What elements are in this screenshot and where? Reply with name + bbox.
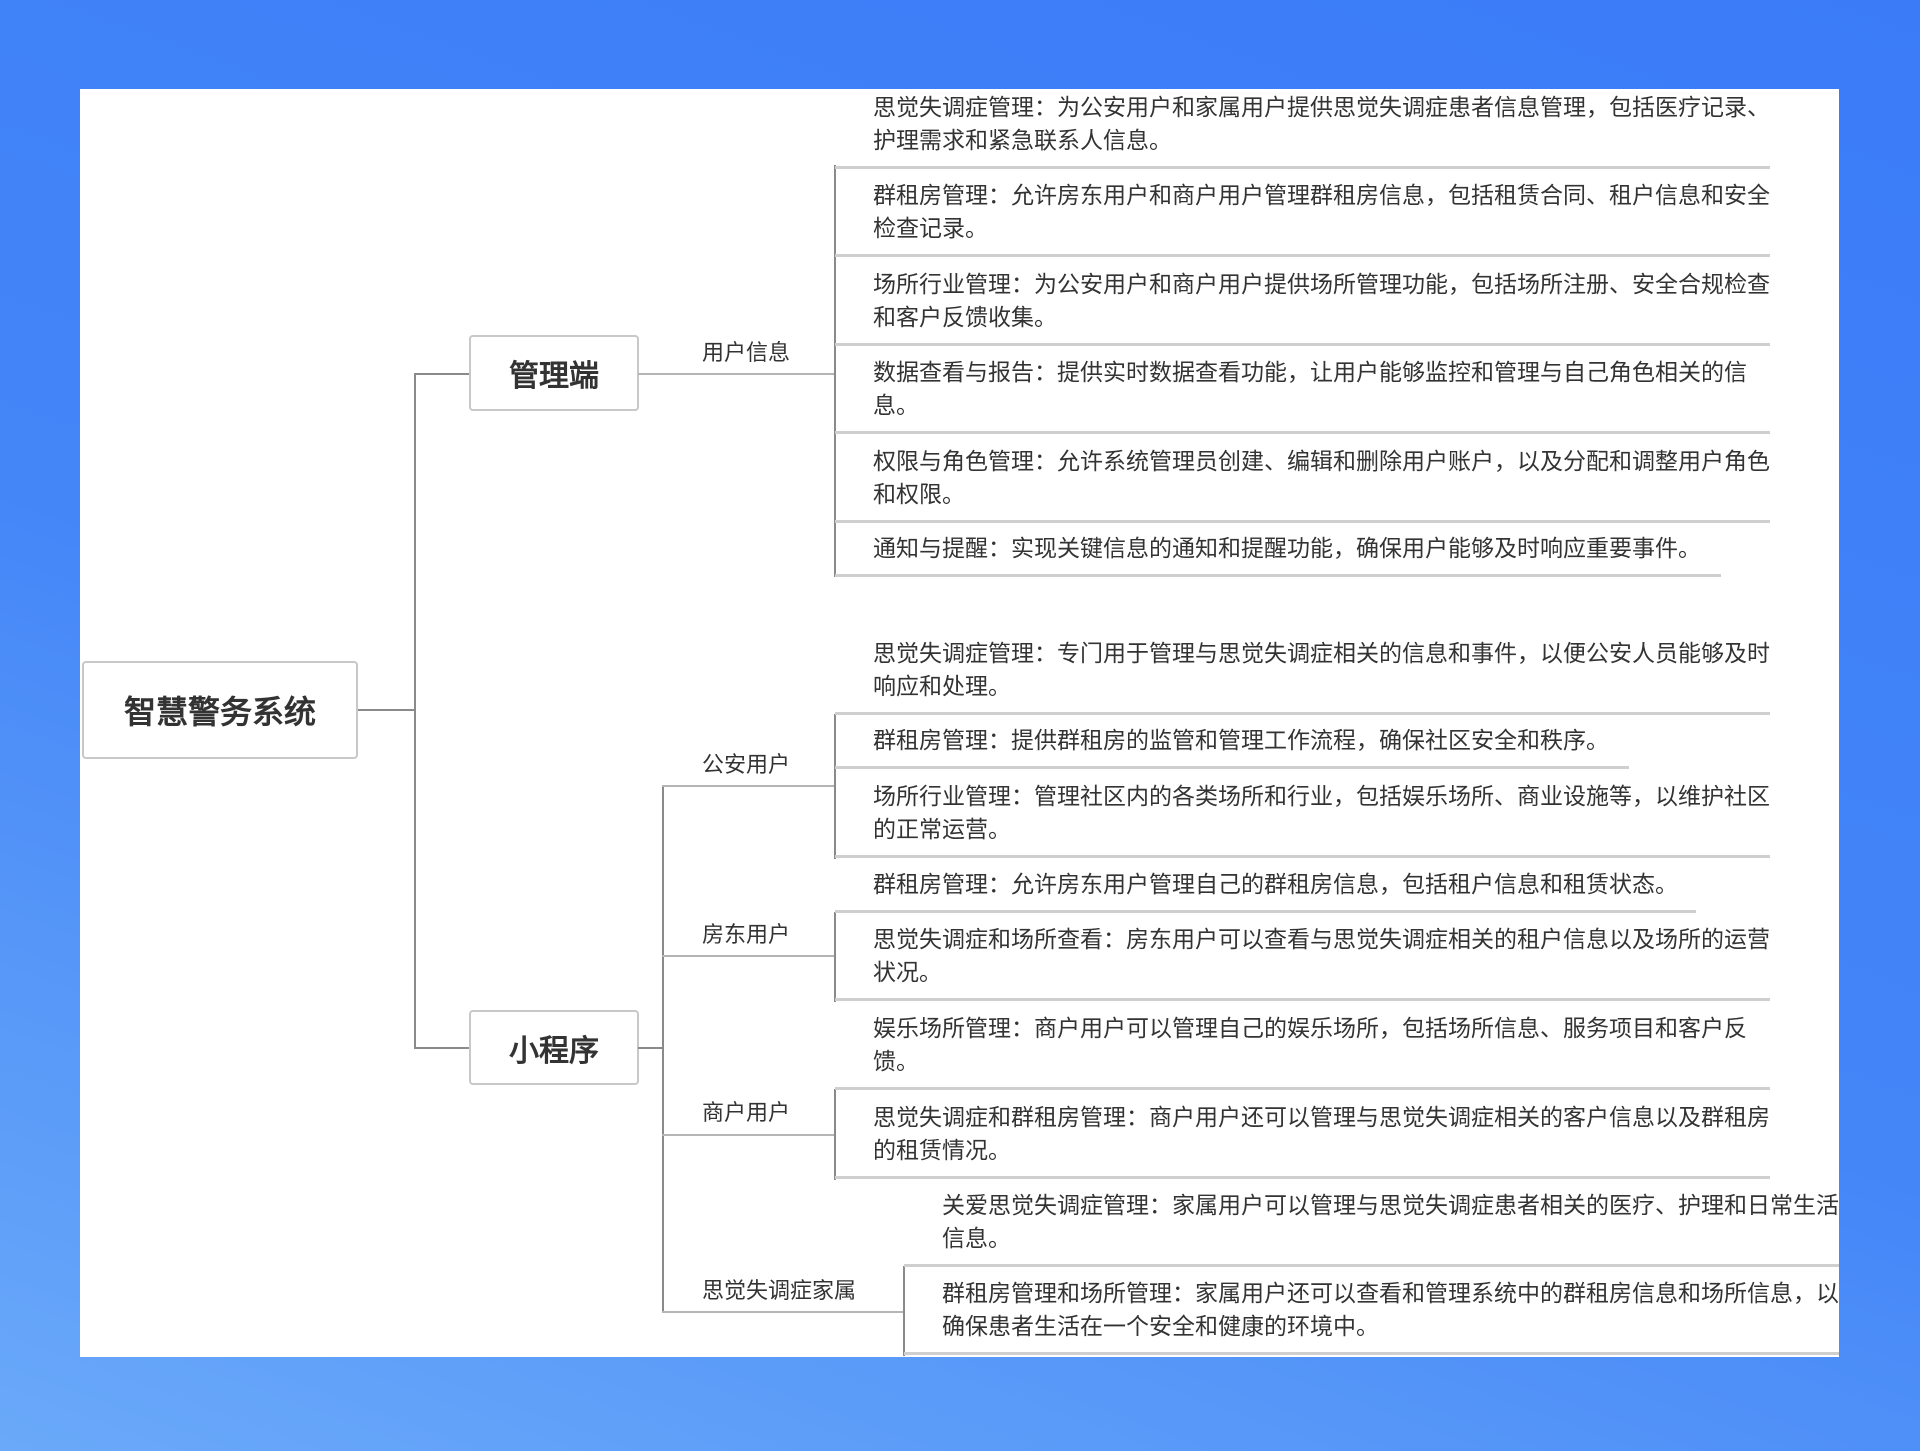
group-label-police[interactable]: 公安用户 <box>702 753 791 778</box>
leaf-item[interactable]: 思觉失调症管理：为公安用户和家属用户提供思觉失调症患者信息管理，包括医疗记录、护… <box>835 89 1770 169</box>
connector <box>662 1134 836 1136</box>
admin-node[interactable]: 管理端 <box>469 335 639 411</box>
leaf-item[interactable]: 群租房管理：允许房东用户管理自己的群租房信息，包括租户信息和租赁状态。 <box>835 869 1696 913</box>
connector <box>834 165 836 577</box>
connector <box>414 373 470 375</box>
connector <box>638 373 836 375</box>
connector <box>358 709 415 711</box>
connector <box>662 785 664 1313</box>
connector <box>834 912 836 1002</box>
group-label-landlord[interactable]: 房东用户 <box>702 923 791 948</box>
connector <box>834 1089 836 1180</box>
connector <box>662 1311 905 1313</box>
root-node[interactable]: 智慧警务系统 <box>82 661 358 759</box>
connector <box>903 1266 905 1356</box>
leaf-item[interactable]: 数据查看与报告：提供实时数据查看功能，让用户能够监控和管理与自己角色相关的信息。 <box>835 357 1770 434</box>
leaf-item[interactable]: 思觉失调症和群租房管理：商户用户还可以管理与思觉失调症相关的客户信息以及群租房的… <box>835 1102 1770 1179</box>
group-label-merchant[interactable]: 商户用户 <box>702 1101 791 1126</box>
connector <box>414 373 416 1049</box>
leaf-item[interactable]: 群租房管理：允许房东用户和商户用户管理群租房信息，包括租赁合同、租户信息和安全检… <box>835 180 1770 257</box>
leaf-item[interactable]: 群租房管理：提供群租房的监管和管理工作流程，确保社区安全和秩序。 <box>835 725 1629 769</box>
leaf-item[interactable]: 娱乐场所管理：商户用户可以管理自己的娱乐场所，包括场所信息、服务项目和客户反馈。 <box>835 1013 1770 1090</box>
mindmap-canvas: 智慧警务系统 管理端 小程序 用户信息 思觉失调症管理：为公安用户和家属用户提供… <box>80 89 1839 1357</box>
group-label-family[interactable]: 思觉失调症家属 <box>702 1279 857 1304</box>
connector <box>638 1047 663 1049</box>
connector <box>834 714 836 859</box>
leaf-item[interactable]: 思觉失调症和场所查看：房东用户可以查看与思觉失调症相关的租户信息以及场所的运营状… <box>835 924 1770 1001</box>
miniapp-node[interactable]: 小程序 <box>469 1010 639 1085</box>
leaf-item[interactable]: 场所行业管理：为公安用户和商户用户提供场所管理功能，包括场所注册、安全合规检查和… <box>835 269 1770 346</box>
leaf-item[interactable]: 权限与角色管理：允许系统管理员创建、编辑和删除用户账户，以及分配和调整用户角色和… <box>835 446 1770 523</box>
connector <box>414 1047 470 1049</box>
leaf-item[interactable]: 思觉失调症管理：专门用于管理与思觉失调症相关的信息和事件，以便公安人员能够及时响… <box>835 638 1770 715</box>
connector <box>662 785 836 787</box>
connector <box>662 955 836 957</box>
group-label-user-info[interactable]: 用户信息 <box>702 341 791 366</box>
leaf-item[interactable]: 关爱思觉失调症管理：家属用户可以管理与思觉失调症患者相关的医疗、护理和日常生活信… <box>904 1190 1839 1267</box>
leaf-item[interactable]: 通知与提醒：实现关键信息的通知和提醒功能，确保用户能够及时响应重要事件。 <box>835 533 1721 577</box>
leaf-item[interactable]: 场所行业管理：管理社区内的各类场所和行业，包括娱乐场所、商业设施等，以维护社区的… <box>835 781 1770 858</box>
leaf-item[interactable]: 群租房管理和场所管理：家属用户还可以查看和管理系统中的群租房信息和场所信息，以确… <box>904 1278 1839 1355</box>
